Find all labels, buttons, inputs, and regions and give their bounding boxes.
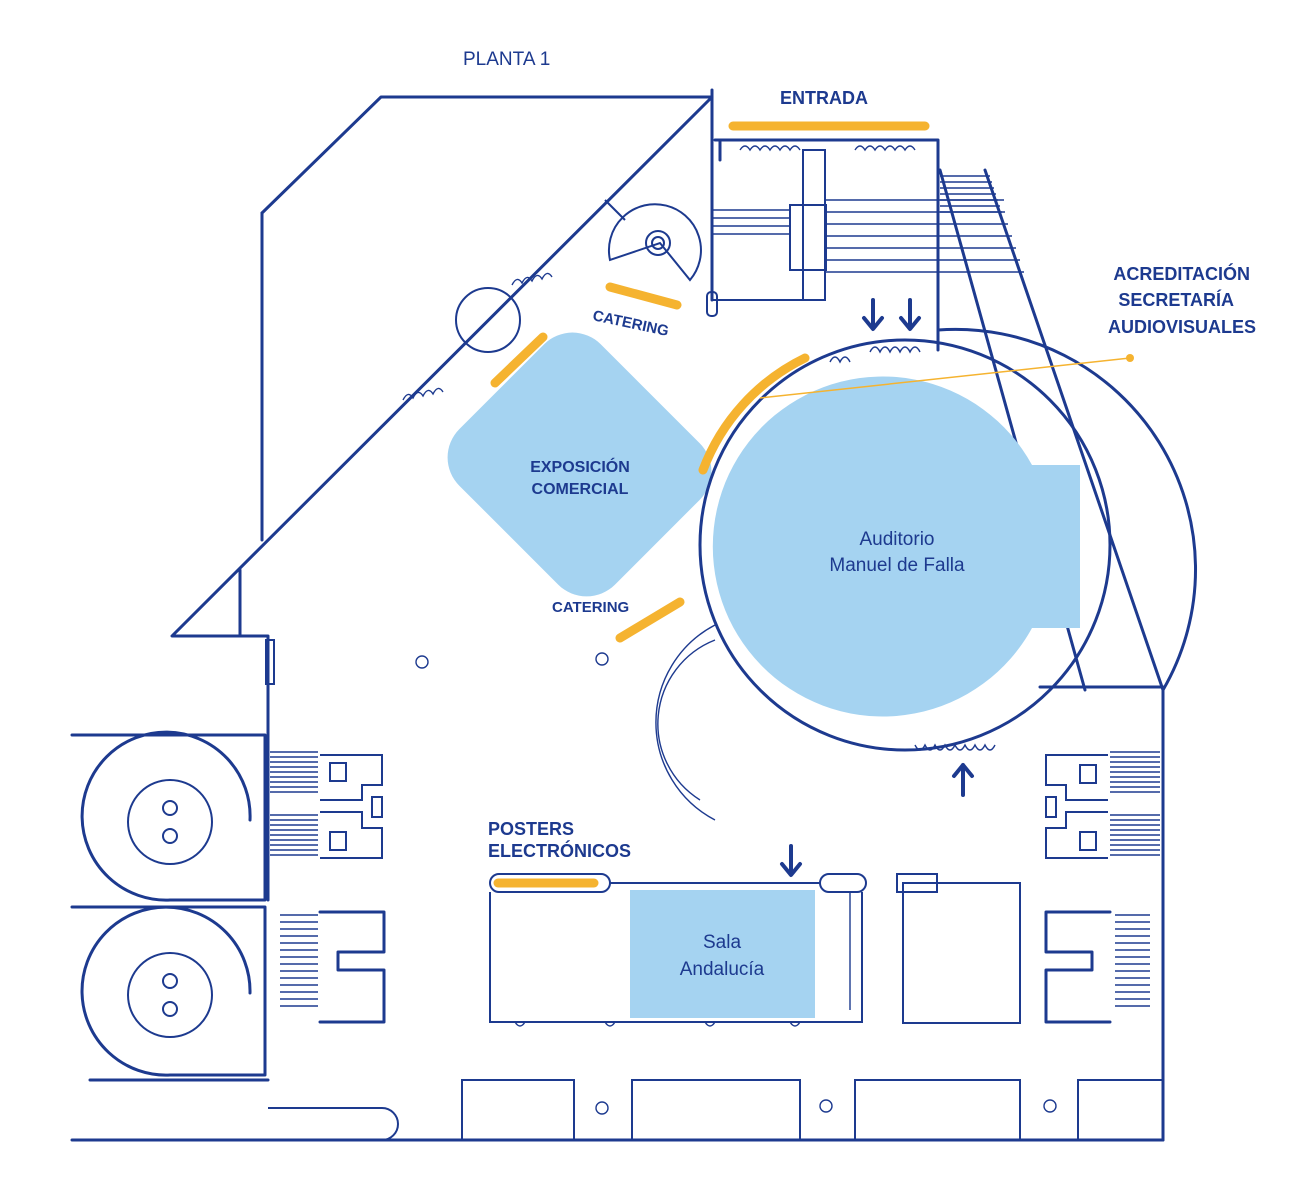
elevator-icon — [318, 754, 386, 1024]
accreditation-label-2: SECRETARÍA — [1118, 289, 1234, 310]
catering-bar-lower — [615, 597, 685, 643]
auditorium — [698, 338, 1112, 752]
catering-bar-top — [605, 282, 682, 310]
column-icon — [819, 1099, 833, 1113]
posters-label-2: ELECTRÓNICOS — [488, 840, 631, 861]
entrance-rooms — [706, 149, 827, 317]
left-stair-cores — [70, 730, 267, 1077]
stairs-icon — [270, 751, 318, 1007]
stairs-icon — [1110, 751, 1160, 1007]
column-icon — [595, 1101, 609, 1115]
sala-label-2: Andalucía — [680, 959, 765, 980]
sala-andalucia — [489, 873, 867, 1027]
bottom-rooms — [268, 1079, 1164, 1141]
exhibition-label-2: COMERCIAL — [532, 481, 629, 498]
accreditation-pointer — [759, 357, 1131, 399]
elevator-icon — [1044, 754, 1112, 1024]
right-room — [896, 873, 1021, 1024]
diagonal-features — [402, 199, 702, 401]
accreditation-dot — [1126, 354, 1134, 362]
entrance-label: ENTRADA — [780, 88, 868, 108]
catering-label-top: CATERING — [591, 307, 670, 340]
floor-title: PLANTA 1 — [463, 49, 550, 70]
posters-label-1: POSTERS — [488, 819, 574, 839]
exhibition-area — [447, 332, 712, 597]
catering-bar-left — [490, 332, 548, 388]
sala-label-1: Sala — [703, 932, 741, 953]
accreditation-bar — [698, 353, 810, 475]
auditorium-label-1: Auditorio — [860, 529, 935, 550]
stairs-icon — [712, 175, 1024, 273]
accreditation-label-1: ACREDITACIÓN — [1113, 263, 1250, 284]
catering-label-lower: CATERING — [552, 599, 629, 616]
column-icon — [1043, 1099, 1057, 1113]
auditorium-label-2: Manuel de Falla — [829, 555, 965, 576]
entry-arrow-icon — [780, 298, 974, 877]
entrance-doors — [739, 145, 916, 152]
exhibition-label-1: EXPOSICIÓN — [530, 457, 630, 476]
accreditation-label-3: AUDIOVISUALES — [1108, 317, 1256, 337]
curved-passage — [415, 624, 716, 821]
